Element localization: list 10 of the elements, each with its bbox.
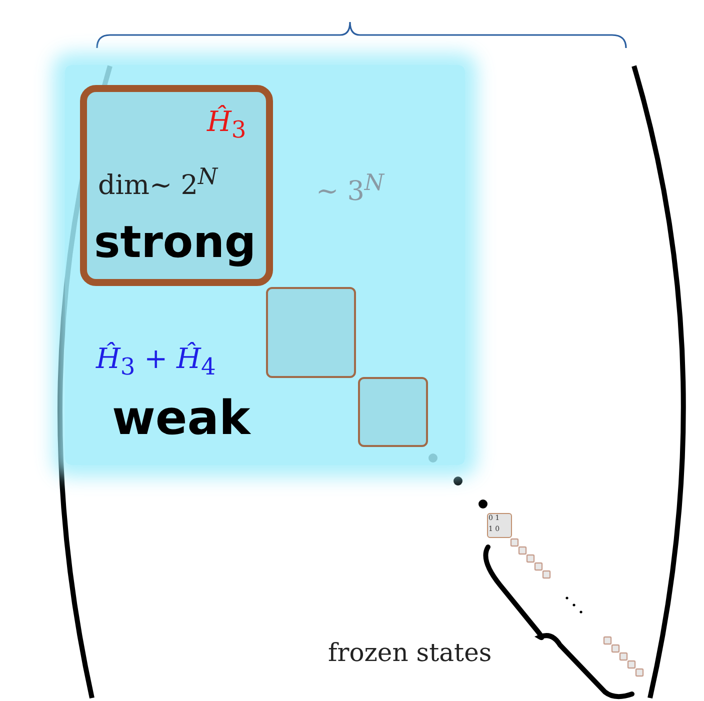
dimension-label: ∼ 3$^{N}$ xyxy=(316,172,384,205)
dimension-label: dim∼ 2$^{N}$ xyxy=(98,166,218,199)
matrix-block xyxy=(266,287,356,378)
coupling-label: weak xyxy=(112,395,250,442)
matrix-block xyxy=(487,513,512,538)
caption-label: frozen states xyxy=(328,640,492,665)
coupling-label: strong xyxy=(94,221,256,265)
subspace-region xyxy=(65,65,465,465)
matrix-block xyxy=(80,85,273,286)
matrix-block xyxy=(358,377,428,447)
